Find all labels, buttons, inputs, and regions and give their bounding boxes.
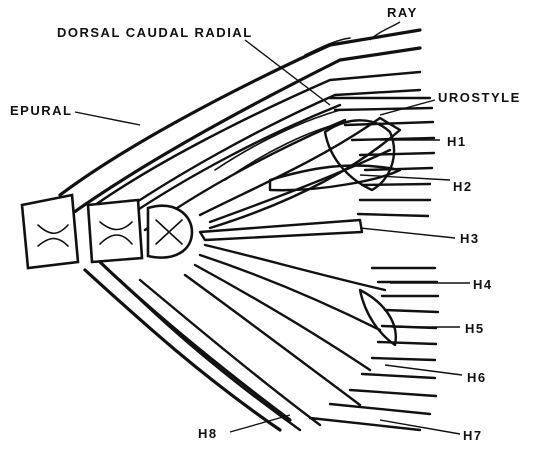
label-h7: H7 bbox=[463, 428, 483, 443]
leader-epural bbox=[75, 112, 140, 125]
label-h5: H5 bbox=[465, 321, 485, 336]
lower-fin-rays bbox=[310, 268, 438, 430]
hypurals-lower bbox=[185, 245, 396, 405]
leader-h6 bbox=[385, 365, 462, 375]
upper-fin-rays bbox=[330, 98, 434, 216]
label-h6: H6 bbox=[467, 370, 487, 385]
label-h8: H8 bbox=[198, 426, 218, 441]
label-epural: EPURAL bbox=[10, 103, 72, 118]
labels: RAY DORSAL CAUDAL RADIAL EPURAL UROSTYLE… bbox=[10, 5, 521, 443]
label-dorsal-caudal-radial: DORSAL CAUDAL RADIAL bbox=[57, 25, 253, 40]
hypurals-upper bbox=[200, 118, 400, 228]
label-h2: H2 bbox=[453, 179, 473, 194]
label-ray: RAY bbox=[387, 5, 418, 20]
vertebrae bbox=[22, 195, 192, 268]
label-urostyle: UROSTYLE bbox=[438, 90, 521, 105]
leader-h3 bbox=[360, 228, 455, 238]
label-h1: H1 bbox=[447, 134, 467, 149]
label-h3: H3 bbox=[460, 231, 480, 246]
label-h4: H4 bbox=[473, 277, 493, 292]
